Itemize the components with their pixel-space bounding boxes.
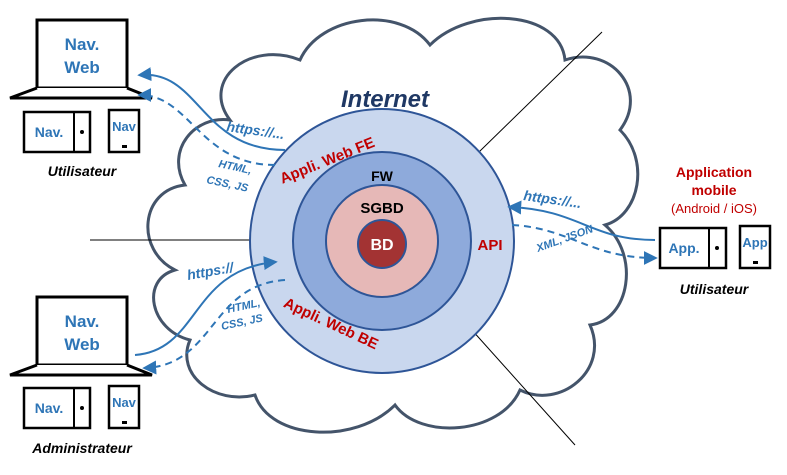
laptop-label-1: Nav. — [65, 35, 100, 54]
admin-laptop-label-2: Web — [64, 335, 100, 354]
mobile-title-1: Application — [676, 164, 752, 180]
mobile-caption: Utilisateur — [680, 281, 750, 297]
mobile-tower-label: App. — [668, 240, 699, 256]
laptop-icon: Nav. Web — [9, 295, 153, 377]
bd-label: BD — [370, 237, 393, 254]
request-arrow-top — [137, 67, 286, 151]
tablet-icon: Nav — [107, 108, 141, 154]
mobile-title-2: mobile — [691, 182, 736, 198]
sgbd-label: SGBD — [360, 200, 404, 217]
mobile-tower-icon: App. — [658, 226, 728, 270]
response-arrow-admin — [142, 279, 286, 375]
admin-tower-label: Nav. — [35, 400, 64, 416]
layers: BD SGBD FW Appli. Web FE Appli. Web BE A… — [249, 108, 515, 374]
tablet-label: Nav — [112, 119, 137, 134]
admin-caption: Administrateur — [31, 440, 133, 456]
tablet-icon: Nav — [107, 384, 141, 430]
user-top-group: Nav. Web Nav. Nav Utilisateur https://..… — [9, 18, 286, 195]
tower-label: Nav. — [35, 124, 64, 140]
api-label: API — [477, 237, 502, 254]
laptop-icon: Nav. Web — [9, 18, 153, 100]
admin-group: Nav. Web Nav. Nav Administrateur https:/… — [9, 256, 286, 456]
core-bd — [357, 219, 407, 269]
user-top-caption: Utilisateur — [48, 163, 118, 179]
admin-tablet-label: Nav — [112, 395, 137, 410]
mobile-tablet-icon: App — [738, 224, 772, 270]
admin-laptop-label-1: Nav. — [65, 312, 100, 331]
desktop-tower-icon: Nav. — [22, 386, 92, 430]
mobile-platforms: (Android / iOS) — [671, 201, 757, 216]
response-arrow-top — [137, 88, 276, 166]
request-arrow-mobile — [507, 200, 656, 241]
response-arrow-mobile — [511, 224, 658, 265]
request-arrow-admin — [134, 256, 278, 356]
desktop-tower-icon: Nav. — [22, 110, 92, 154]
mobile-tablet-label: App — [742, 235, 767, 250]
laptop-label-2: Web — [64, 58, 100, 77]
fw-label: FW — [371, 168, 394, 184]
